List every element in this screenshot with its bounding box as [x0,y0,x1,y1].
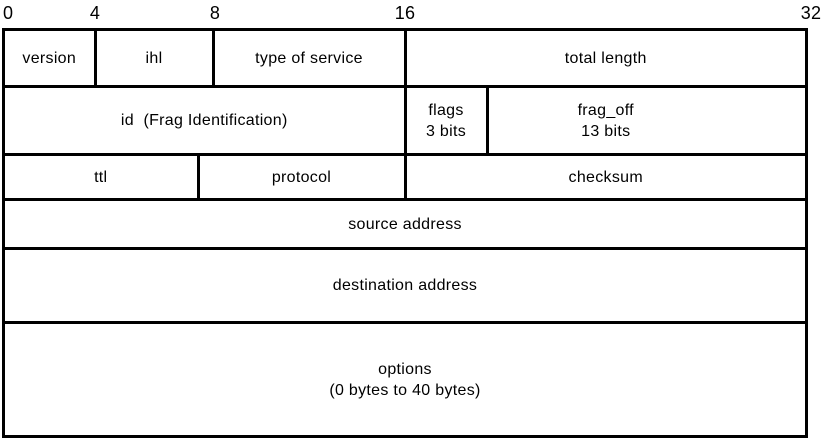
header-row-5: destination address [5,250,805,321]
bit-label-16: 16 [394,3,416,23]
header-row-6: options (0 bytes to 40 bytes) [5,324,805,435]
bit-label-8: 8 [209,3,221,23]
field-ttl: ttl [5,156,197,198]
header-row-1: version ihl type of service total length [5,31,805,85]
bit-label-4: 4 [89,3,101,23]
packet-header-table: version ihl type of service total length… [2,28,808,438]
field-flags: flags 3 bits [406,88,486,153]
field-total-length: total length [406,31,805,85]
header-row-3: ttl protocol checksum [5,156,805,198]
bit-scale: 0 4 8 16 32 [0,0,825,28]
field-ihl: ihl [96,31,212,85]
bit-label-0: 0 [3,3,14,23]
field-protocol: protocol [199,156,404,198]
header-row-4: source address [5,201,805,247]
field-frag-off: frag_off 13 bits [488,88,805,153]
field-version: version [5,31,94,85]
header-row-2: id (Frag Identification) flags 3 bits fr… [5,88,805,153]
field-destination-address: destination address [5,250,805,321]
bit-label-32: 32 [800,3,822,23]
field-identification: id (Frag Identification) [5,88,404,153]
field-source-address: source address [5,201,805,247]
field-checksum: checksum [406,156,805,198]
field-options: options (0 bytes to 40 bytes) [5,324,805,435]
field-type-of-service: type of service [214,31,404,85]
